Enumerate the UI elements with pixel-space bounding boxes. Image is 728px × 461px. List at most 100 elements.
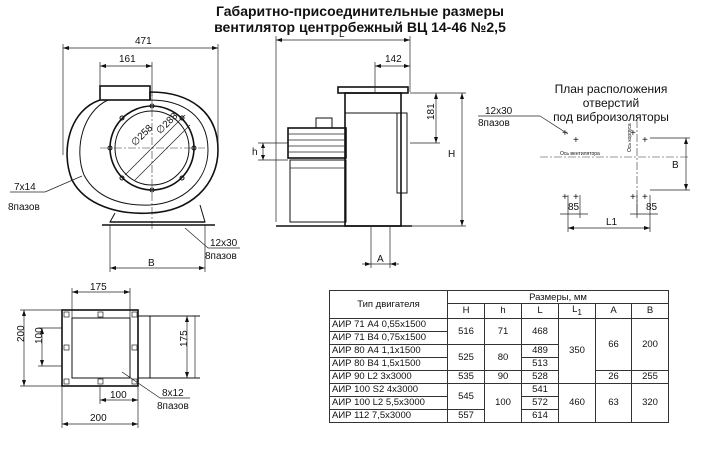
motor-dimensions-table: Тип двигателя Размеры, мм H h L L1 A B А… — [329, 290, 670, 423]
cell-H: 516 — [447, 317, 485, 345]
plan-title-line2: под виброизоляторы — [553, 110, 669, 124]
flange-dim-200-left: 200 — [16, 325, 27, 342]
svg-text:+: + — [573, 192, 579, 203]
header-col-L: L — [521, 303, 559, 319]
foot-holes-label: 12x30 — [210, 238, 238, 249]
dia-258-label: ∅258 — [130, 123, 156, 149]
plan-holes-count: 8пазов — [478, 118, 510, 129]
cell-L1: 460 — [558, 382, 596, 423]
dim-161-label: 161 — [119, 54, 136, 65]
header-col-B: B — [630, 303, 670, 319]
cell-H: 545 — [447, 382, 485, 410]
cell-H: 535 — [447, 369, 485, 384]
motor-name: АИР 100 L2 5,5x3000 — [329, 395, 448, 410]
svg-text:+: + — [642, 135, 648, 146]
table-row: АИР 90 L2 3x3000 535 90 528 26 255 — [329, 369, 670, 384]
svg-text:+: + — [573, 135, 579, 146]
header-col-H: H — [447, 303, 485, 319]
plan-holes-label: 12x30 — [485, 106, 513, 117]
flange-dim-175-right: 175 — [179, 330, 190, 347]
holes-plan: ++ ++ ++ ++ Ось вентилятора Ось корпуса … — [478, 106, 690, 232]
cell-h: 71 — [484, 317, 522, 345]
cell-L1: 350 — [558, 317, 596, 384]
motor-name: АИР 112 7,5x3000 — [329, 408, 448, 423]
flange-holes-count: 8пазов — [157, 401, 189, 412]
drawing-title-line2: вентилятор центробежный ВЦ 14-46 №2,5 — [214, 19, 506, 35]
svg-text:+: + — [630, 192, 636, 203]
flange-view: 175 175 200 100 100 200 8x12 8пазов — [16, 282, 200, 428]
cell-H: 525 — [447, 343, 485, 371]
front-view: ∅258 ∅288 471 161 7x14 8пазов B 12x30 8п… — [8, 36, 240, 272]
cell-L: 541 — [521, 382, 559, 397]
table-row: АИР 100 L2 5,5x3000 572 — [329, 395, 669, 410]
cell-h: 100 — [484, 382, 522, 423]
side-dim-142-label: 142 — [385, 54, 402, 65]
cell-B: 255 — [630, 369, 670, 384]
scroll-housing-inner — [79, 99, 209, 206]
dim-471-label: 471 — [135, 36, 152, 47]
plan-axis-fan-label: Ось вентилятора — [560, 151, 600, 157]
side-outlet-flange — [337, 86, 409, 94]
plan-dim-L1-label: L1 — [606, 217, 618, 228]
table-row: АИР 100 S2 4x3000 545 100 541 460 63 320 — [329, 382, 670, 423]
cell-B: 320 — [630, 382, 670, 423]
flange-inner — [71, 317, 131, 379]
flange-dim-200-bottom: 200 — [90, 413, 107, 424]
plan-dim-85-left: 85 — [568, 202, 580, 213]
cell-L: 489 — [521, 343, 559, 358]
cell-L: 513 — [521, 356, 559, 371]
svg-text:+: + — [562, 128, 568, 139]
motor-name: АИР 90 L2 3x3000 — [329, 369, 448, 384]
header-col-L1: L1 — [558, 303, 596, 319]
plan-hole-marks: ++ ++ ++ ++ — [562, 128, 648, 203]
plan-axis-body-label: Ось корпуса — [627, 123, 633, 152]
header-col-h: h — [484, 303, 522, 319]
cell-H: 557 — [447, 408, 485, 423]
plan-title-line1: План расположения отверстий — [554, 82, 668, 110]
motor-name: АИР 71 В4 0,75x1500 — [329, 330, 448, 345]
cell-B: 200 — [630, 317, 670, 371]
svg-text:+: + — [630, 128, 636, 139]
flange-outer — [61, 309, 139, 387]
foot-holes-count: 8пазов — [205, 251, 237, 262]
side-dim-181-label: 181 — [426, 103, 437, 120]
cell-A: 26 — [595, 369, 632, 384]
cell-L: 528 — [521, 369, 559, 384]
flange-bolt-holes — [63, 311, 138, 385]
cell-A: 66 — [595, 317, 632, 371]
cell-h: 90 — [484, 369, 522, 384]
front-outlet-flange — [99, 85, 151, 101]
motor-name: АИР 100 S2 4x3000 — [329, 382, 448, 397]
flange-holes-label: 8x12 — [162, 388, 184, 399]
cell-h: 80 — [484, 343, 522, 371]
table-row: АИР 112 7,5x3000 557 614 — [329, 408, 669, 423]
header-sizes: Размеры, мм — [446, 290, 670, 304]
front-holes-label: 7x14 — [14, 182, 36, 193]
flange-dim-100-left: 100 — [34, 327, 45, 344]
header-col-L1-sub: 1 — [577, 307, 582, 317]
cell-A: 63 — [595, 382, 632, 423]
front-support-frame — [109, 204, 206, 223]
plan-title: План расположения отверстий под виброизо… — [526, 82, 696, 124]
front-dim-B-label: B — [148, 258, 155, 269]
side-dim-H-label: H — [448, 149, 455, 160]
front-holes-count: 8пазов — [8, 202, 40, 213]
header-col-A: A — [595, 303, 632, 319]
motor-name: АИР 71 А4 0,55x1500 — [329, 317, 448, 332]
side-dim-L-label: L — [339, 29, 345, 40]
cell-L: 572 — [521, 395, 559, 410]
motor-body — [287, 127, 347, 159]
scroll-housing-outer — [66, 91, 219, 215]
motor-name: АИР 80 В4 1,5x1500 — [329, 356, 448, 371]
side-dim-h-label: h — [252, 147, 258, 158]
motor-stand — [289, 159, 347, 223]
cell-L: 468 — [521, 317, 559, 345]
motor-terminal-box — [315, 117, 333, 129]
plan-dim-B-label: B — [672, 160, 679, 171]
header-col-L1-main: L — [572, 304, 578, 315]
drawing-title-line1: Габаритно-присоединительные размеры — [216, 3, 504, 19]
table-row: АИР 71 А4 0,55x1500 516 71 468 350 66 20… — [329, 317, 670, 384]
side-dim-A-label: A — [377, 254, 384, 265]
svg-text:+: + — [642, 192, 648, 203]
